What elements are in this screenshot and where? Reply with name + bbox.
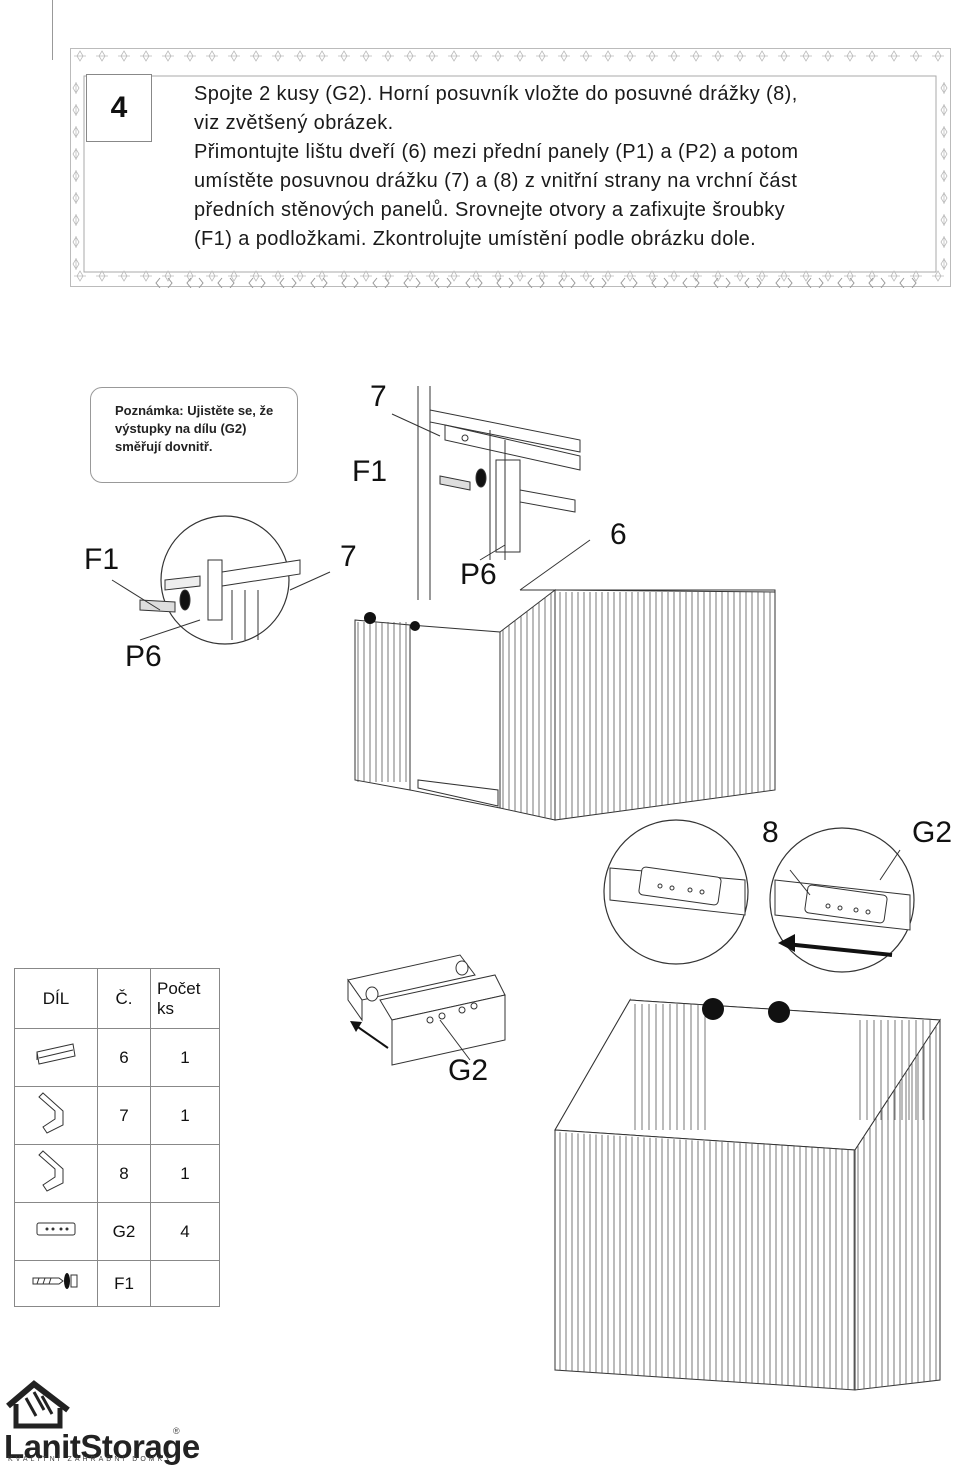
channel-8-icon [14,1144,98,1203]
callout-f1: F1 [84,543,120,576]
registered-mark: ® [173,1426,180,1436]
callout-7: 7 [370,380,387,413]
callout-p6: P6 [460,558,497,591]
marker-dot [702,998,724,1020]
part-qty: 1 [150,1086,220,1145]
margin-line [52,0,53,60]
detail-rail-top [417,386,581,600]
instruction-line: viz zvětšený obrázek. [194,112,394,134]
part-number: F1 [97,1260,151,1307]
shed-frame-upper [354,588,776,821]
g2-part-detail [347,954,506,1066]
instruction-line: Přimontujte lištu dveří (6) mezi přední … [194,141,799,163]
shed-frame-lower [554,998,941,1391]
part-number: 6 [97,1028,151,1087]
callout-g2: G2 [912,816,953,849]
marker-dot [364,612,376,624]
logo-tagline: KVALITNÍ ZAHRADNÍ DOMKY [8,1456,173,1463]
part-number: G2 [97,1202,151,1261]
table-header: Počet ks [150,968,220,1029]
logo-wordmark: LanitStorage [4,1428,200,1465]
channel-6-icon [14,1028,98,1087]
step-number: 4 [86,74,152,142]
table-row: 6 1 [14,1028,220,1087]
table-row: 8 1 [14,1144,220,1203]
note-text: Poznámka: Ujistěte se, že výstupky na dí… [115,403,274,454]
part-qty: 1 [150,1028,220,1087]
instruction-line: (F1) a podložkami. Zkontrolujte umístění… [194,228,757,250]
arrow-g2 [785,942,893,957]
instruction-line: předních stěnových panelů. Srovnejte otv… [194,199,786,221]
plate-g2-icon [14,1202,98,1261]
parts-table: DÍL Č. Počet ks 6 1 7 1 8 1 G2 4 F1 [14,968,220,1307]
table-header: DÍL [14,968,98,1029]
part-qty [150,1260,220,1307]
instruction-line: Spojte 2 kusy (G2). Horní posuvník vložt… [194,83,798,105]
header-frame [70,48,951,288]
callout-p6: P6 [125,640,162,673]
marker-dot [410,621,420,631]
instruction-line: umístěte posuvnou drážku (7) a (8) z vni… [194,170,798,192]
house-logo-icon [6,1380,70,1429]
callout-8: 8 [762,816,779,849]
part-number: 8 [97,1144,151,1203]
callout-7: 7 [340,540,357,573]
part-qty: 1 [150,1144,220,1203]
part-number: 7 [97,1086,151,1145]
callout-f1: F1 [352,455,388,488]
screw-f1-icon [14,1260,98,1307]
table-row: G2 4 [14,1202,220,1261]
channel-7-icon [14,1086,98,1145]
table-row: F1 [14,1260,220,1307]
note-box: Poznámka: Ujistěte se, že výstupky na dí… [90,387,298,483]
marker-dot [768,1001,790,1023]
table-header: Č. [97,968,151,1029]
callout-6: 6 [610,518,627,551]
callout-g2: G2 [448,1054,489,1087]
instruction-text: Spojte 2 kusy (G2). Horní posuvník vložt… [194,80,934,254]
table-row: 7 1 [14,1086,220,1145]
part-qty: 4 [150,1202,220,1261]
